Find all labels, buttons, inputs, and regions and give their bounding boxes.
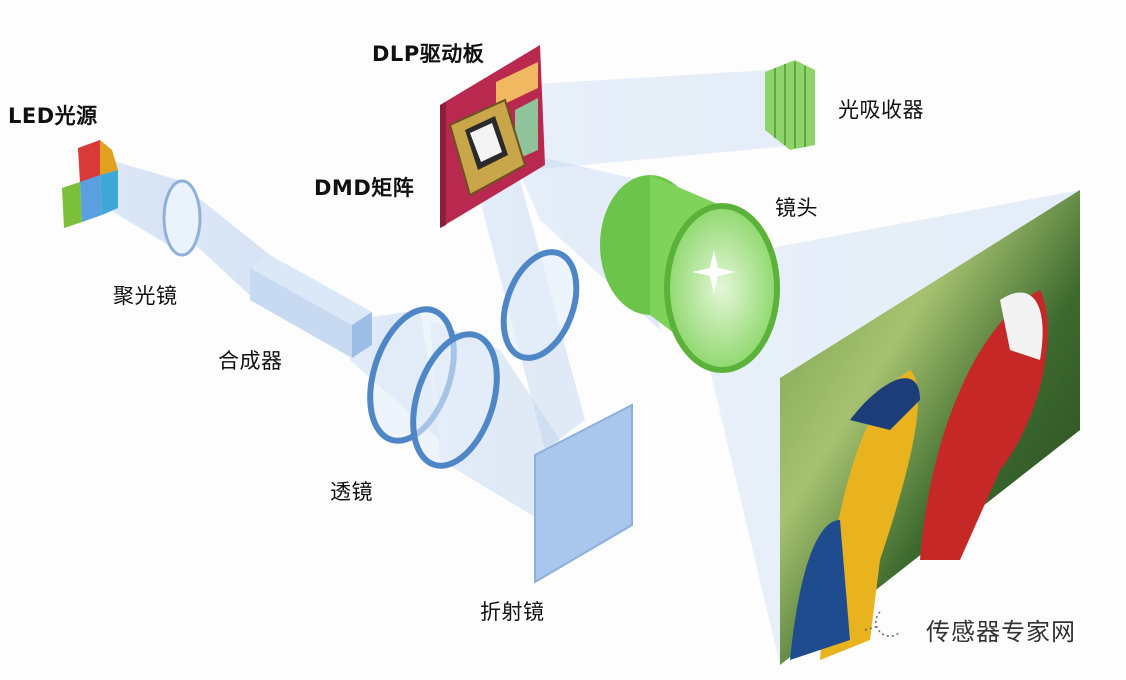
label-refractor: 折射镜 [480, 600, 545, 624]
second-lens-icon [500, 249, 580, 361]
label-dmd: DMD矩阵 [314, 176, 415, 200]
led-light-source-icon [62, 140, 118, 228]
light-absorber-icon [765, 60, 815, 150]
dmd-chip-icon [448, 98, 527, 197]
label-lens: 透镜 [330, 480, 373, 504]
beam-dmd-to-absorber [520, 70, 800, 170]
label-projection-lens: 镜头 [775, 196, 818, 220]
projected-image-screen [780, 190, 1080, 665]
label-dlp-board: DLP驱动板 [372, 42, 485, 66]
refraction-mirror-icon [534, 403, 633, 584]
label-absorber: 光吸收器 [838, 98, 924, 122]
label-condenser: 聚光镜 [113, 284, 178, 308]
watermark-text: 传感器专家网 [926, 618, 1076, 646]
projection-lens-icon [600, 175, 780, 373]
label-combiner: 合成器 [218, 349, 283, 373]
combiner-icon [250, 255, 372, 358]
condenser-lens-icon [162, 179, 202, 257]
watermark-logo-icon [864, 611, 901, 637]
lens-pair-icon [367, 306, 500, 469]
label-led-source: LED光源 [8, 104, 98, 128]
